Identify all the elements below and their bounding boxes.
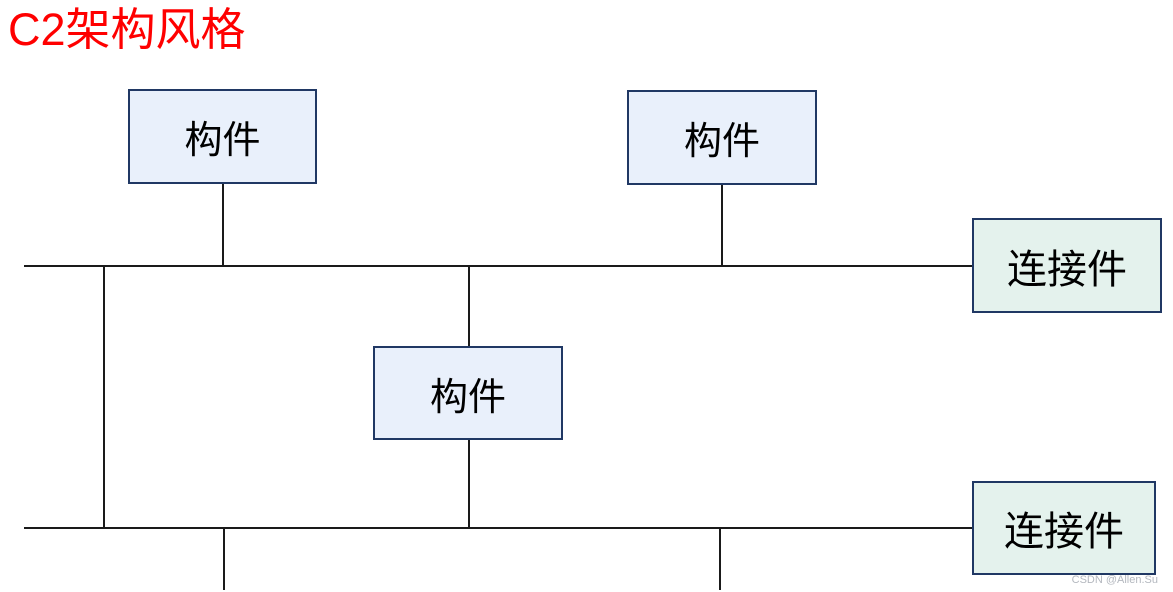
link-bus-to-component3 bbox=[468, 266, 470, 346]
connector-box-top: 连接件 bbox=[972, 218, 1162, 313]
bus-line-bottom bbox=[24, 527, 972, 529]
connector-label: 连接件 bbox=[1004, 510, 1124, 554]
link-component1-to-bus bbox=[222, 184, 224, 266]
page-title: C2架构风格 bbox=[8, 4, 246, 55]
link-left-vertical bbox=[103, 266, 105, 528]
bus-line-top bbox=[24, 265, 972, 267]
link-component3-to-bus2 bbox=[468, 440, 470, 528]
watermark: CSDN @Allen.Su bbox=[1071, 574, 1158, 586]
component-box-top-left: 构件 bbox=[128, 89, 317, 184]
component-box-middle: 构件 bbox=[373, 346, 563, 440]
connector-label: 连接件 bbox=[1007, 247, 1127, 292]
link-bus2-stub-left bbox=[223, 528, 225, 590]
component-label: 构件 bbox=[683, 121, 760, 163]
link-component2-to-bus bbox=[721, 185, 723, 266]
component-label: 构件 bbox=[429, 376, 506, 419]
connector-box-bottom: 连接件 bbox=[972, 481, 1156, 575]
component-label: 构件 bbox=[184, 120, 261, 162]
component-box-top-right: 构件 bbox=[627, 90, 817, 185]
link-bus2-stub-right bbox=[719, 528, 721, 590]
